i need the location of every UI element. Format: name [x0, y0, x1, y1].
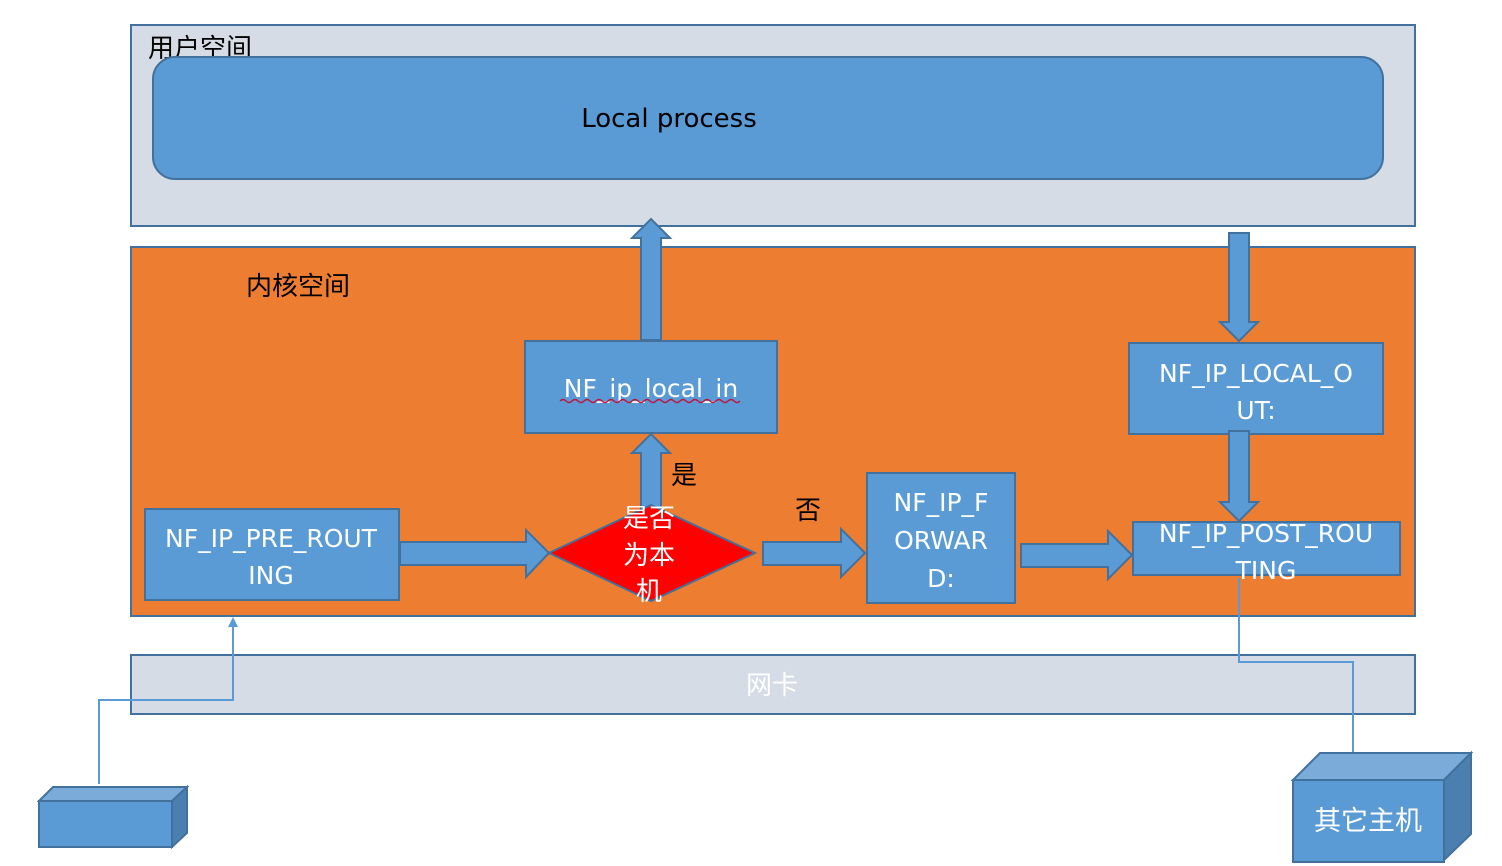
nic-bar: 网卡 — [130, 654, 1416, 715]
arrow-local-out-to-post-routing — [1217, 430, 1261, 523]
connector-source-to-pre-routing — [98, 617, 238, 784]
forward-label-line3: D: — [927, 564, 955, 593]
spellcheck-underline — [559, 398, 741, 404]
local-process-label: Local process — [581, 104, 757, 134]
pre-routing-label-line1: NF_IP_PRE_ROUT — [165, 524, 378, 553]
pre-routing-label-line2: ING — [248, 561, 293, 590]
pre-routing-hook[interactable]: NF_IP_PRE_ROUT ING — [144, 508, 400, 601]
local-out-label-line1: NF_IP_LOCAL_O — [1159, 359, 1353, 388]
user-space-region: 用户空间 Local process — [130, 24, 1416, 227]
local-process-box[interactable] — [152, 56, 1384, 180]
local-in-label: NF_ip_local_in — [564, 374, 738, 403]
arrow-decision-to-forward — [762, 526, 867, 580]
arrow-forward-to-post-routing — [1020, 528, 1134, 582]
local-in-hook[interactable]: NF_ip_local_in — [524, 340, 778, 434]
forward-label-line1: NF_IP_F — [894, 488, 989, 517]
is-local-decision[interactable]: 是否 为本 机 — [546, 503, 758, 607]
decision-label-line1: 是否 — [623, 504, 675, 534]
decision-label-line3: 机 — [636, 577, 662, 607]
forward-label-line2: ORWAR — [894, 526, 988, 555]
kernel-space-label: 内核空间 — [246, 272, 350, 302]
local-out-label-line2: UT: — [1236, 396, 1275, 425]
source-host[interactable] — [36, 784, 190, 850]
post-routing-label-line2: TING — [1235, 556, 1297, 585]
arrow-decision-to-local-in — [629, 432, 673, 511]
other-host[interactable]: 其它主机 — [1290, 750, 1474, 863]
connector-arrowhead — [228, 617, 238, 627]
other-host-label: 其它主机 — [1314, 806, 1422, 837]
post-routing-hook[interactable]: NF_IP_POST_ROU TING — [1132, 519, 1401, 585]
nic-label: 网卡 — [746, 671, 798, 701]
post-routing-label-line1: NF_IP_POST_ROU — [1159, 519, 1373, 548]
local-out-hook[interactable]: NF_IP_LOCAL_O UT: — [1128, 342, 1384, 435]
connector-post-routing-to-other-host — [1238, 578, 1354, 752]
no-label: 否 — [795, 496, 821, 526]
arrow-pre-routing-to-decision — [399, 527, 551, 580]
yes-label: 是 — [671, 461, 697, 491]
arrow-local-in-to-process — [629, 217, 673, 341]
decision-label-line2: 为本 — [623, 541, 675, 571]
arrow-process-to-local-out — [1217, 232, 1261, 343]
forward-hook[interactable]: NF_IP_F ORWAR D: — [866, 472, 1016, 604]
